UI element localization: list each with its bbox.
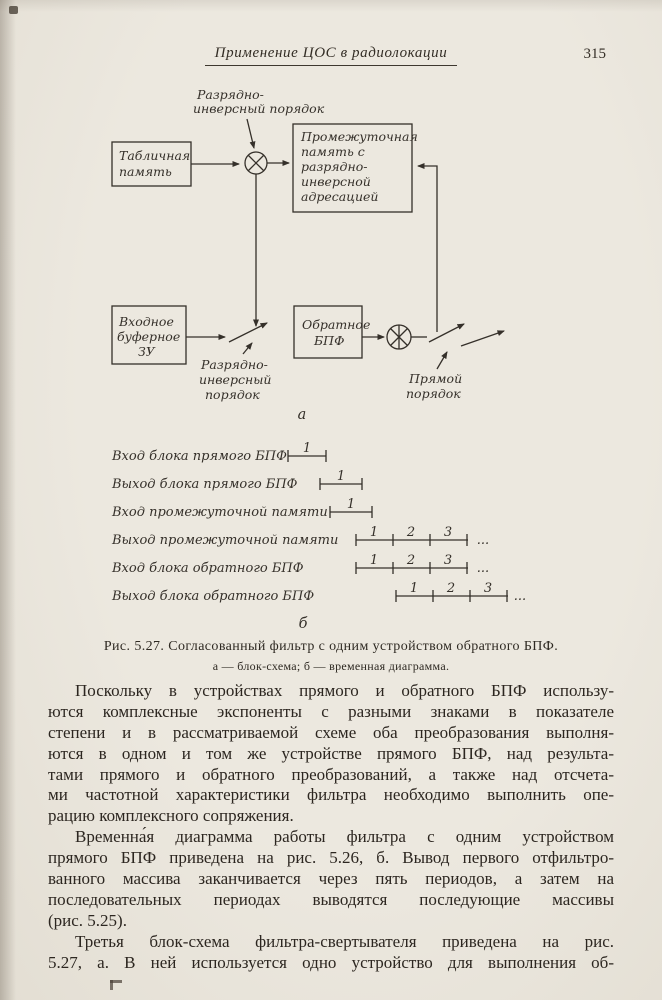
text-line: Третья блок-схема фильтра-свертывателя п… [75, 931, 614, 951]
timing-ellipsis: ... [477, 533, 489, 548]
text-line: прямого БПФ приведена на рис. 5.26, б. В… [48, 848, 614, 868]
part-b-label: б [299, 616, 308, 632]
switch-blade-right [428, 323, 465, 343]
text-line: Временна́я диаграмма работы фильтра с од… [75, 827, 614, 847]
timing-ellipsis: ... [514, 589, 526, 604]
block-inverse-fft [293, 305, 363, 359]
block-intermediate-memory [292, 123, 413, 213]
body-text: Поскольку в устройствах прямого и обратн… [48, 681, 614, 973]
text-line: ются в одном и том же устройстве прямого… [48, 743, 614, 763]
page-header: Применение ЦОС в радиолокации 315 [0, 44, 662, 66]
direct-order-label: порядок [406, 386, 461, 401]
timing-segment-number: 1 [370, 525, 378, 540]
timing-diagram-lines [287, 450, 508, 602]
timing-row-label: Выход блока обратного БПФ [111, 589, 314, 604]
intermediate-memory-label: адресацией [301, 189, 378, 204]
scan-artifact [9, 6, 18, 14]
inverse-fft-label: БПФ [313, 333, 344, 348]
intermediate-memory-label: инверсной [301, 174, 371, 189]
bit-reverse-bottom-label: Разрядно- [200, 357, 268, 372]
bit-reverse-top-label: инверсный порядок [193, 101, 325, 116]
bit-reverse-bottom-label: порядок [205, 387, 260, 402]
timing-segment-number: 2 [406, 525, 415, 540]
figure-caption-title: Рис. 5.27. Согласованный фильтр с одним … [103, 639, 559, 654]
timing-segment-number: 3 [484, 581, 492, 596]
switch-blade-left [228, 322, 268, 343]
timing-diagram-text: Вход блока прямого БПФ 1 Выход блока пря… [111, 441, 526, 632]
timing-segment-number: 1 [347, 497, 355, 512]
wire-bitreverse-label-arrow [246, 118, 256, 149]
timing-segment-number: 2 [406, 553, 415, 568]
output-arrow [460, 330, 505, 347]
wire-bitreverse-bottom-arrow [242, 342, 253, 355]
text-line: 5.27, а. В ней используется одно устройс… [48, 952, 614, 972]
timing-row-label: Выход блока прямого БПФ [111, 477, 298, 492]
timing-segment-number: 1 [410, 581, 418, 596]
intermediate-memory-label: память с [301, 144, 365, 159]
block-input-buffer [111, 305, 187, 365]
timing-segment-number: 1 [337, 469, 345, 484]
direct-order-label: Прямой [408, 371, 462, 386]
text-line: ются комплексные экспоненты с разными зн… [48, 701, 614, 721]
wire-feedback-to-memory [417, 163, 438, 332]
inverse-fft-label: Обратное [302, 317, 370, 332]
timing-row-label: Вход блока обратного БПФ [111, 561, 304, 576]
bit-reverse-top-label: Разрядно- [196, 87, 264, 102]
scan-artifact [110, 980, 122, 983]
timing-ellipsis: ... [477, 561, 489, 576]
timing-segment-number: 3 [444, 525, 452, 540]
text-line: (рис. 5.25). [48, 910, 127, 930]
input-buffer-label: Входное [118, 314, 174, 329]
table-memory-label: память [119, 164, 172, 179]
table-memory-label: Табличная [119, 148, 190, 163]
figure-caption: Рис. 5.27. Согласованный фильтр с одним … [0, 639, 662, 674]
page-number: 315 [583, 46, 607, 62]
text-line: Поскольку в устройствах прямого и обратн… [75, 681, 614, 700]
paragraph: Третья блок-схема фильтра-свертывателя п… [48, 932, 614, 974]
intermediate-memory-label: Промежуточная [300, 129, 418, 144]
block-diagram [111, 118, 505, 370]
text-line: рацию комплексного сопряжения. [48, 806, 294, 826]
timing-row-label: Вход промежуточной памяти [111, 505, 328, 520]
intermediate-memory-label: разрядно- [301, 159, 367, 174]
text-line: степени и в рассматриваемой схеме оба пр… [48, 722, 614, 742]
text-line: ми частотной характеристики фильтра необ… [48, 785, 614, 805]
input-buffer-label: ЗУ [138, 344, 156, 359]
timing-segment-number: 1 [303, 441, 311, 456]
timing-segment-number: 2 [446, 581, 455, 596]
part-a-label: а [298, 407, 307, 423]
input-buffer-label: буферное [117, 329, 180, 344]
text-line: последовательных периодах выводятся посл… [48, 889, 614, 909]
paragraph: Временна́я диаграмма работы фильтра с од… [48, 827, 614, 931]
scan-artifact [110, 980, 113, 990]
timing-row-label: Выход промежуточной памяти [111, 533, 338, 548]
timing-segment-number: 1 [370, 553, 378, 568]
timing-row-label: Вход блока прямого БПФ [111, 449, 287, 464]
text-line: ванного массива заканчивается через пять… [48, 869, 614, 889]
wire-direct-order-arrow [436, 351, 448, 370]
block-labels: Табличная память Промежуточная память с … [117, 87, 462, 423]
paragraph: Поскольку в устройствах прямого и обратн… [48, 681, 614, 827]
bit-reverse-bottom-label: инверсный [199, 372, 271, 387]
text-line: тами прямого и обратного преобразований,… [48, 764, 614, 784]
figure-caption-subtitle: а — блок-схема; б — временная диаграмма. [212, 659, 450, 673]
timing-segment-number: 3 [444, 553, 452, 568]
running-title: Применение ЦОС в радиолокации [204, 45, 458, 66]
